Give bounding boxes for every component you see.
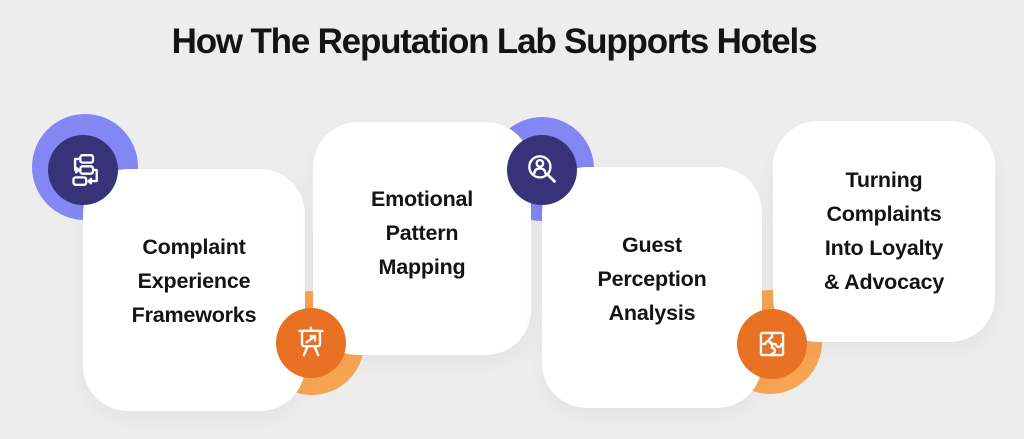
card-title: Complaint Experience Frameworks	[131, 235, 257, 327]
presentation-badge-disc	[276, 308, 346, 378]
card-turning-complaints-into-loyalty: Turning Complaints Into Loyalty & Advoca…	[773, 121, 995, 342]
flowchart-badge-disc	[48, 135, 118, 205]
card-guest-perception-analysis: Guest Perception Analysis	[542, 167, 762, 408]
card-emotional-pattern-mapping: Emotional Pattern Mapping	[313, 122, 531, 355]
card-title: Guest Perception Analysis	[597, 232, 707, 325]
presentation-board-icon	[292, 324, 330, 362]
puzzle-icon	[753, 325, 791, 363]
flowchart-icon	[64, 151, 102, 189]
card-complaint-experience-frameworks: Complaint Experience Frameworks	[83, 169, 305, 411]
person-search-badge-disc	[507, 135, 577, 205]
card-title: Emotional Pattern Mapping	[370, 186, 474, 279]
person-search-icon	[523, 151, 561, 189]
puzzle-badge-disc	[737, 309, 807, 379]
page-title: How The Reputation Lab Supports Hotels	[171, 22, 818, 61]
card-title: Turning Complaints Into Loyalty & Advoca…	[823, 167, 945, 294]
